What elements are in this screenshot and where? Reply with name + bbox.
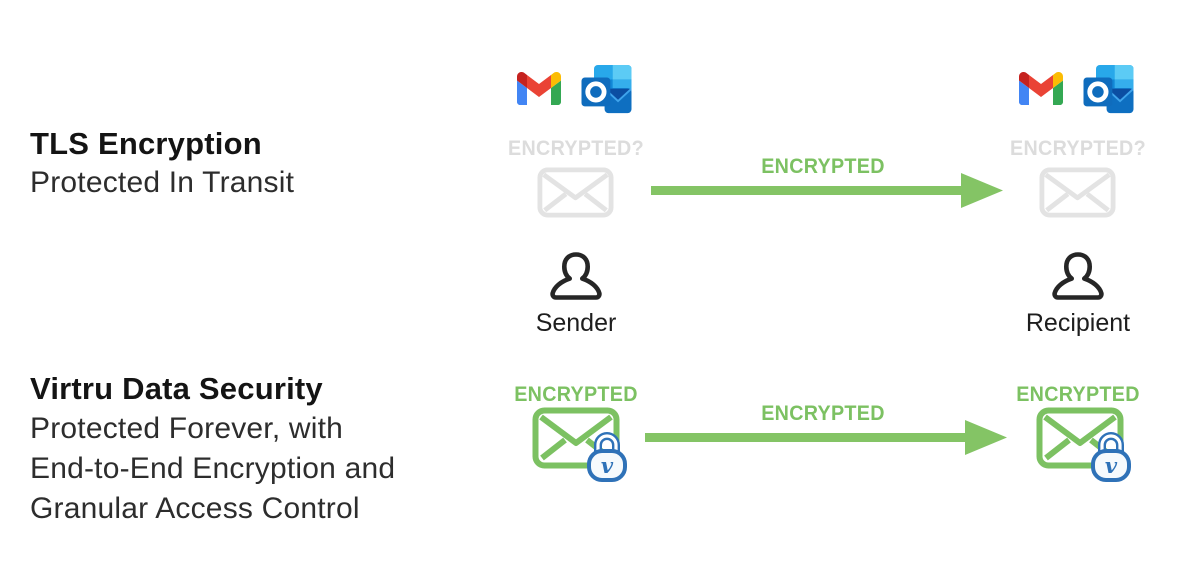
outlook-icon (1083, 65, 1134, 115)
gmail-icon (517, 71, 561, 105)
virtru-row-subtitle: Protected Forever, with End-to-End Encry… (30, 409, 395, 529)
arrow-right-icon (645, 419, 1007, 455)
envelope-icon (537, 167, 614, 218)
person-icon (549, 249, 603, 307)
lock-monogram: v (1105, 453, 1118, 478)
transit-encryption-label: ENCRYPTED (761, 402, 885, 425)
sender-encryption-status: ENCRYPTED (514, 383, 638, 406)
person-icon (1051, 249, 1105, 307)
transit-encryption-label: ENCRYPTED (761, 155, 885, 178)
virtru-row-title: Virtru Data Security (30, 371, 323, 406)
sender-label: Sender (535, 309, 617, 337)
recipient-label: Recipient (1025, 309, 1131, 337)
outlook-icon (581, 65, 632, 115)
virtru-subtitle-line: Granular Access Control (30, 492, 360, 525)
virtru-subtitle-line: End-to-End Encryption and (30, 452, 396, 485)
sender-encryption-status: ENCRYPTED? (508, 137, 644, 160)
padlock-icon: v (585, 428, 629, 482)
tls-row-subtitle: Protected In Transit (30, 166, 295, 199)
gmail-icon (1019, 71, 1063, 105)
envelope-icon (1039, 167, 1116, 218)
recipient-encryption-status: ENCRYPTED (1016, 383, 1140, 406)
padlock-icon: v (1089, 428, 1133, 482)
recipient-encryption-status: ENCRYPTED? (1010, 137, 1146, 160)
arrow-right-icon (651, 172, 1003, 208)
virtru-subtitle-line: Protected Forever, with (30, 412, 344, 445)
lock-monogram: v (601, 453, 614, 478)
tls-row-title: TLS Encryption (30, 126, 262, 161)
